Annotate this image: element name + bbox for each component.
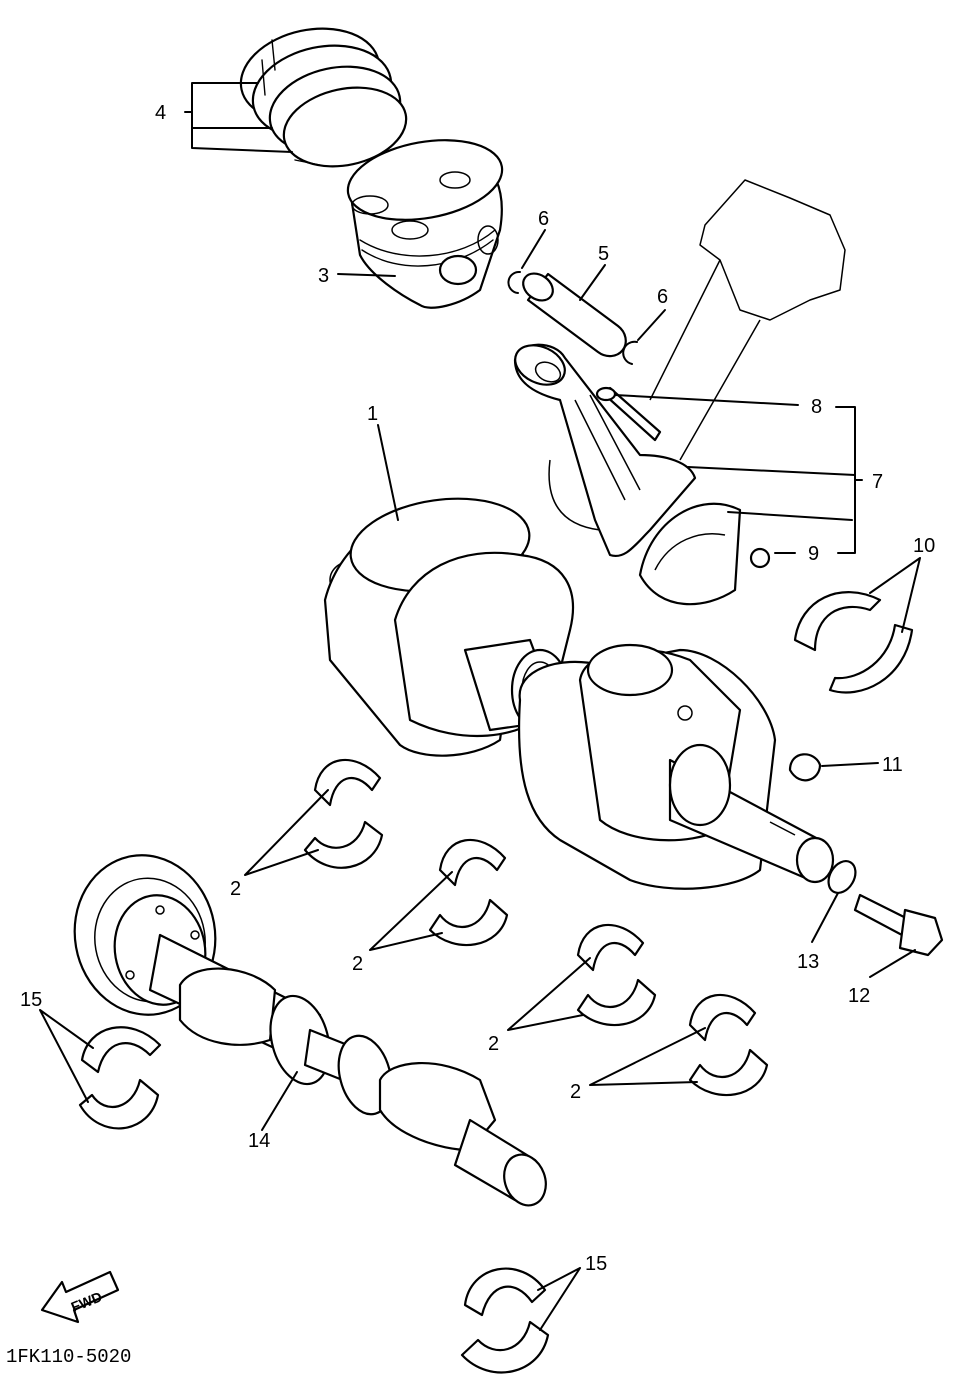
balancer-bearings-drawing (78, 1026, 550, 1374)
label-8: 8 (811, 396, 822, 418)
label-11: 11 (882, 754, 903, 776)
label-2-a: 2 (230, 878, 241, 900)
label-13: 13 (797, 951, 819, 973)
label-10: 10 (913, 535, 935, 557)
washer-bolt-drawing (827, 860, 944, 957)
label-12: 12 (848, 985, 870, 1007)
label-9: 9 (808, 543, 819, 565)
label-15-left: 15 (20, 989, 42, 1011)
main-bearings-drawing (303, 758, 769, 1096)
label-1: 1 (367, 403, 378, 425)
parts-drawing (73, 27, 944, 1374)
connecting-rod-drawing (513, 343, 771, 606)
label-15-bottom: 15 (585, 1253, 607, 1275)
key-drawing (788, 753, 822, 782)
figure-code: 1FK110-5020 (6, 1346, 131, 1368)
label-6-bottom: 6 (657, 286, 668, 308)
label-6-top: 6 (538, 208, 549, 230)
piston-drawing (346, 139, 504, 309)
label-3: 3 (318, 265, 329, 287)
piston-pin-drawing (507, 270, 638, 365)
label-5: 5 (598, 243, 609, 265)
label-2-c: 2 (488, 1033, 499, 1055)
balancer-shaft-drawing (73, 854, 547, 1207)
crankshaft-drawing (323, 497, 835, 890)
label-7: 7 (872, 471, 883, 493)
label-14: 14 (248, 1130, 270, 1152)
label-4: 4 (155, 102, 166, 124)
label-2-b: 2 (352, 953, 363, 975)
fwd-arrow: FWD (40, 1270, 120, 1324)
part-labels: 1 2 2 2 2 3 4 5 6 6 7 8 9 10 11 12 13 14… (20, 102, 935, 1275)
big-end-bearing-drawing (793, 591, 914, 694)
leader-lines (39, 82, 921, 1331)
piston-rings-drawing (239, 27, 408, 168)
label-2-d: 2 (570, 1081, 581, 1103)
